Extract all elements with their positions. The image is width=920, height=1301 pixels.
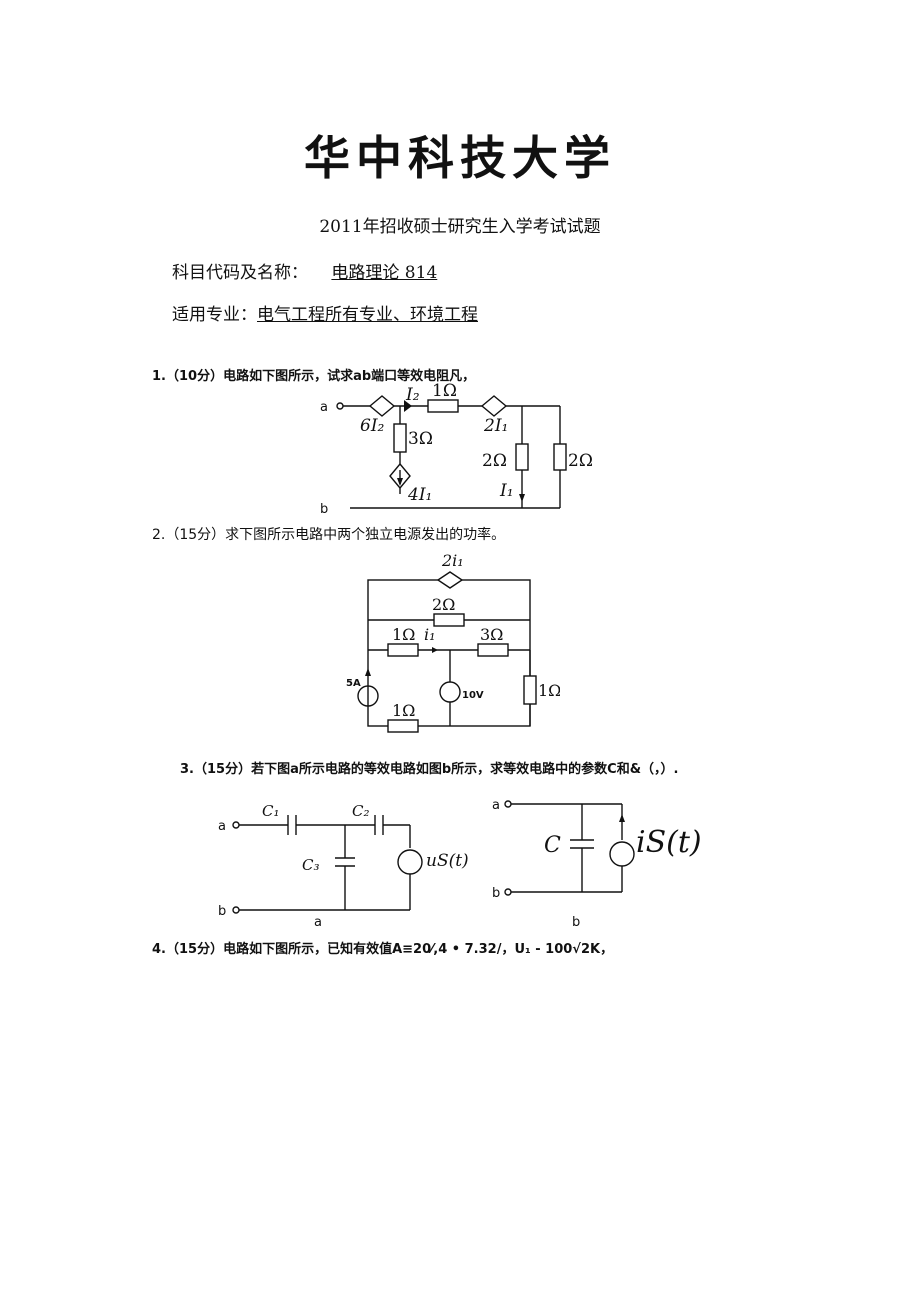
question-2: 2.（15分）求下图所示电路中两个独立电源发出的功率。 bbox=[152, 527, 506, 543]
question-4: 4.（15分）电路如下图所示，已知有效值A≡20⁄,4 • 7.32/，U₁ -… bbox=[152, 942, 614, 957]
r-1a-label: 1Ω bbox=[392, 625, 415, 644]
circuit-3-diagram: a b C₁ C₂ C₃ uS(t) a a b C iS(t) b bbox=[218, 798, 702, 930]
subject-label: 科目代码及名称： bbox=[172, 263, 308, 283]
question-1: 1.（10分）电路如下图所示，试求ab端口等效电阻凡， bbox=[152, 369, 476, 384]
cccs-bottom-label: 4I₁ bbox=[407, 485, 432, 505]
c2-label: C₂ bbox=[352, 802, 370, 820]
r-2a-label: 2Ω bbox=[482, 451, 507, 471]
ccvs-label: 6I₂ bbox=[360, 416, 385, 436]
i1-label: I₁ bbox=[499, 481, 514, 501]
node-b-label: b bbox=[320, 502, 328, 516]
question-3: 3.（15分）若下图a所示电路的等效电路如图b所示，求等效电路中的参数C和&（，… bbox=[180, 762, 679, 777]
r-2-label: 2Ω bbox=[432, 595, 455, 614]
major-label: 适用专业： bbox=[172, 305, 257, 325]
circuit-1-diagram: a b 6I₂ I₂ 1Ω 2I₁ 3Ω 4I₁ 2Ω I₁ 2Ω bbox=[320, 382, 593, 516]
i2-label: I₂ bbox=[405, 385, 420, 405]
major-value: 电气工程所有专业、环境工程 bbox=[257, 305, 478, 325]
r-1c-label: 1Ω bbox=[538, 681, 560, 700]
cccs-top-label: 2I₁ bbox=[483, 416, 508, 436]
r-2b-label: 2Ω bbox=[568, 451, 593, 471]
dep-source-label: 2i₁ bbox=[441, 551, 464, 570]
c3-label: C₃ bbox=[302, 856, 320, 874]
caption-b: b bbox=[572, 915, 580, 930]
r-3-label-2: 3Ω bbox=[480, 625, 503, 644]
exam-title: 2011年招收硕士研究生入学考试试题 bbox=[319, 217, 601, 237]
c3-node-b-label: b bbox=[218, 904, 226, 919]
subject-value: 电路理论 814 bbox=[331, 263, 438, 283]
r-top-label: 1Ω bbox=[432, 382, 457, 401]
us-label: uS(t) bbox=[426, 851, 469, 871]
c3-node-a-label: a bbox=[218, 819, 226, 834]
university-title: 华中科技大学 bbox=[304, 131, 616, 185]
caption-a: a bbox=[314, 915, 322, 930]
b-node-a-label: a bbox=[492, 798, 500, 813]
i1-label-2: i₁ bbox=[424, 625, 436, 644]
b-node-b-label: b bbox=[492, 886, 500, 901]
subject-line: 科目代码及名称： 电路理论 814 bbox=[172, 258, 437, 283]
major-line: 适用专业：电气工程所有专业、环境工程 bbox=[172, 300, 478, 325]
c1-label: C₁ bbox=[262, 802, 280, 820]
voltage-source-label: 10V bbox=[462, 690, 484, 701]
is-label: iS(t) bbox=[636, 825, 702, 860]
r-3-label: 3Ω bbox=[408, 429, 433, 449]
circuit-2-diagram: 2i₁ 2Ω 1Ω i₁ 3Ω 5A 10V 1Ω 1Ω bbox=[346, 551, 560, 733]
current-source-label: 5A bbox=[346, 678, 361, 689]
c-label: C bbox=[544, 833, 561, 858]
r-1b-label: 1Ω bbox=[392, 701, 415, 720]
node-a-label: a bbox=[320, 400, 328, 415]
